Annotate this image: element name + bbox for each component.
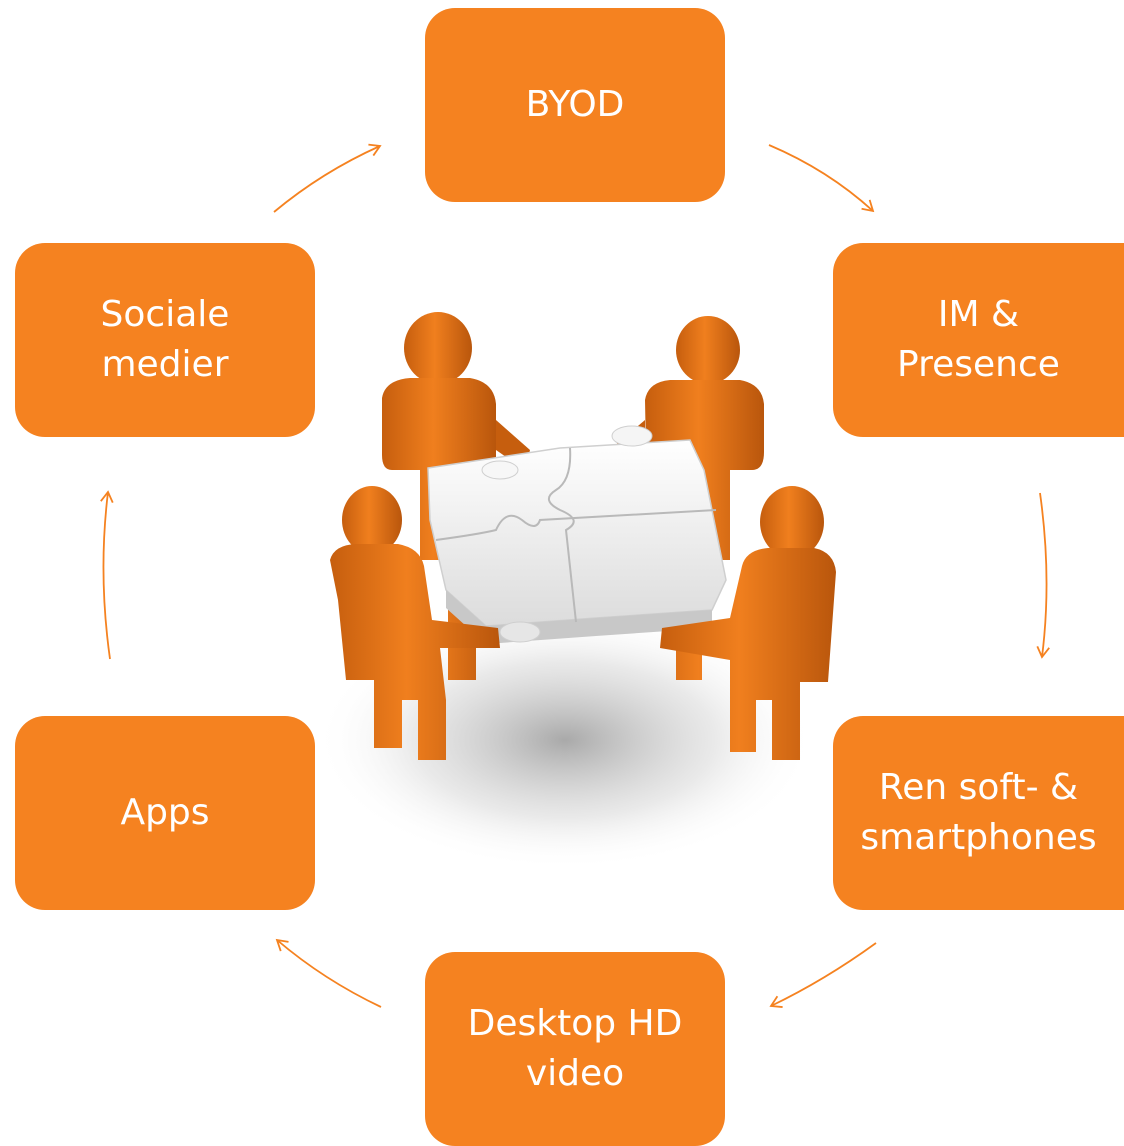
cycle-node-apps: Apps [15, 716, 315, 910]
cycle-node-sociale-medier: Sociale medier [15, 243, 315, 437]
arrow-im-to-ren [1036, 492, 1050, 659]
cycle-node-smartphones: Ren soft- & smartphones [833, 716, 1124, 910]
puzzle-pieces [427, 425, 727, 644]
people-puzzle-teamwork-icon [315, 312, 836, 870]
arrow-desktop-to-apps [275, 938, 382, 1008]
cycle-arrows [100, 143, 1050, 1008]
figure-front-right [660, 486, 836, 760]
cycle-node-desktop-hd-video: Desktop HD video [425, 952, 725, 1146]
cycle-node-byod: BYOD [425, 8, 725, 202]
arrow-byod-to-im [768, 144, 875, 213]
figure-front-left [330, 486, 500, 760]
arrow-sociale-to-byod [273, 143, 382, 213]
arrow-apps-to-sociale [100, 490, 114, 660]
arrow-ren-to-desktop [769, 942, 877, 1008]
cycle-node-im-presence: IM & Presence [833, 243, 1124, 437]
